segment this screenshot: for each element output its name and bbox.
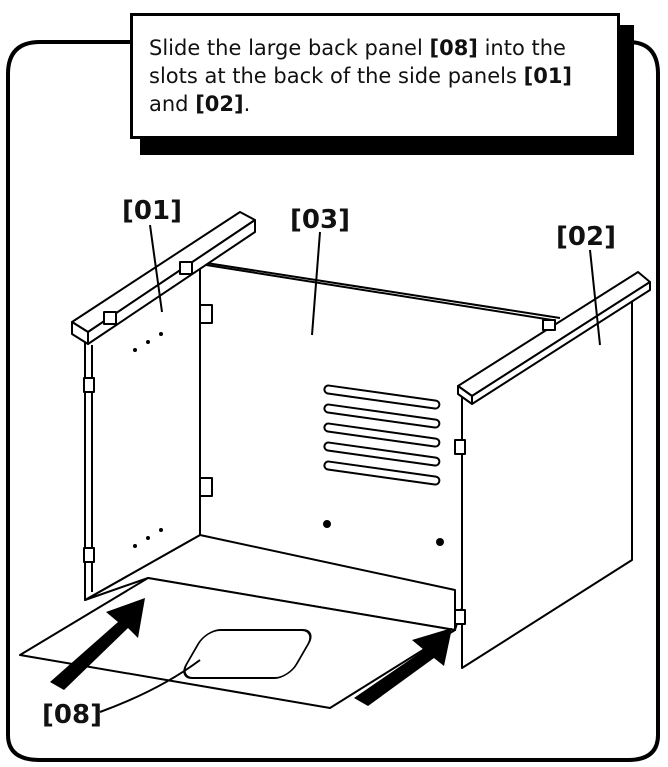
instruction-line-2: slots at the back of the side panels [01… <box>149 64 573 88</box>
vent-slots <box>323 384 441 486</box>
part-ref-02: [02] <box>195 92 244 116</box>
left-arrow <box>50 598 145 690</box>
label-part-08: [08] <box>42 700 102 730</box>
part-ref-08: [08] <box>429 36 478 60</box>
instruction-callout: Slide the large back panel [08] into the… <box>130 13 620 139</box>
part-ref-01: [01] <box>523 64 573 88</box>
outer-frame <box>6 40 660 762</box>
right-arrow <box>354 628 452 706</box>
label-part-03: [03] <box>290 205 350 235</box>
label-part-02: [02] <box>556 222 616 252</box>
instruction-line-3: and [02]. <box>149 92 251 116</box>
panel-cutout <box>183 629 312 679</box>
instruction-line-1: Slide the large back panel [08] into the <box>149 36 566 60</box>
label-part-01: [01] <box>122 196 182 226</box>
